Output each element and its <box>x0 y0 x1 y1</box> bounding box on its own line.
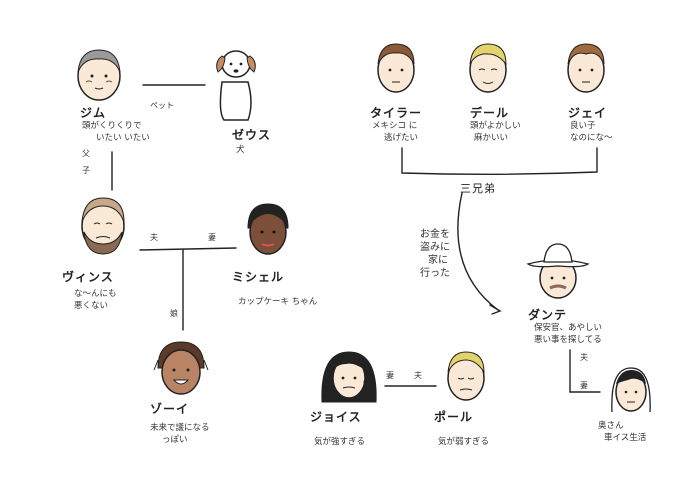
steal-arrow <box>457 192 499 311</box>
dante-wife-face-icon <box>611 367 651 413</box>
dale-face-icon <box>469 43 507 93</box>
steal-arrow-head <box>489 304 502 315</box>
joyce-paul-husband-label: 夫 <box>414 371 422 380</box>
dante-note: 保安官、あやしい 悪い事を探してる <box>534 323 603 345</box>
tyler-note: メキシコ に 逃げたい <box>372 121 419 143</box>
jim-face-icon <box>77 49 121 101</box>
dante-wife-note: 奥さん 車イス生活 <box>598 421 647 443</box>
zoe-name: ゾーイ <box>150 402 190 416</box>
brothers-label: 三兄弟 <box>460 182 496 195</box>
paul-face-icon <box>447 351 485 401</box>
daughter-label: 娘 <box>170 309 178 318</box>
dale-note: 頭がよかしい 麻かいい <box>470 121 521 143</box>
paul-name: ポール <box>434 410 474 424</box>
dante-face-icon <box>526 243 590 299</box>
steal-note: お金を 盗みに 家に 行った <box>420 229 450 279</box>
dante-name: ダンテ <box>528 308 568 322</box>
joyce-paul-wife-label: 妻 <box>386 371 394 380</box>
jay-face-icon <box>567 43 605 93</box>
joyce-name: ジョイス <box>310 410 362 424</box>
jay-name: ジェイ <box>568 106 608 120</box>
zoe-face-icon <box>153 341 209 395</box>
pet-label: ペット <box>150 101 174 110</box>
husband-label: 夫 <box>150 233 158 242</box>
brothers-bracket <box>401 147 598 175</box>
dante-husband-label: 夫 <box>580 353 588 362</box>
zeus-name: ゼウス <box>232 128 272 142</box>
father-label: 父 <box>82 149 90 158</box>
jim-name: ジム <box>80 106 107 120</box>
michelle-note: カップケーキ ちゃん <box>238 297 318 307</box>
marriage-line <box>139 247 237 251</box>
vince-face-icon <box>81 197 125 255</box>
michelle-name: ミシェル <box>232 270 285 284</box>
tyler-name: タイラー <box>370 106 423 120</box>
michelle-face-icon <box>247 203 289 255</box>
zeus-dog-icon <box>216 50 256 121</box>
jim-note: 頭がくりくりで いたい いたい <box>82 121 150 143</box>
joyce-face-icon <box>321 351 377 403</box>
dale-name: デール <box>470 106 510 120</box>
vince-note: な〜んにも 悪くない <box>74 289 117 311</box>
zeus-note: 犬 <box>236 145 245 155</box>
tyler-face-icon <box>377 43 415 93</box>
paul-note: 気が弱すぎる <box>438 437 490 447</box>
zoe-note: 未来で議になる っぽい <box>150 423 210 445</box>
son-label: 子 <box>82 166 90 175</box>
wife-label: 妻 <box>208 233 216 242</box>
dante-wife-line <box>569 349 601 393</box>
jay-note: 良い子 なのにな〜 <box>570 121 613 143</box>
joyce-note: 気が強すぎる <box>314 437 366 447</box>
vince-name: ヴィンス <box>62 270 114 284</box>
dante-wife-label: 妻 <box>580 381 588 390</box>
